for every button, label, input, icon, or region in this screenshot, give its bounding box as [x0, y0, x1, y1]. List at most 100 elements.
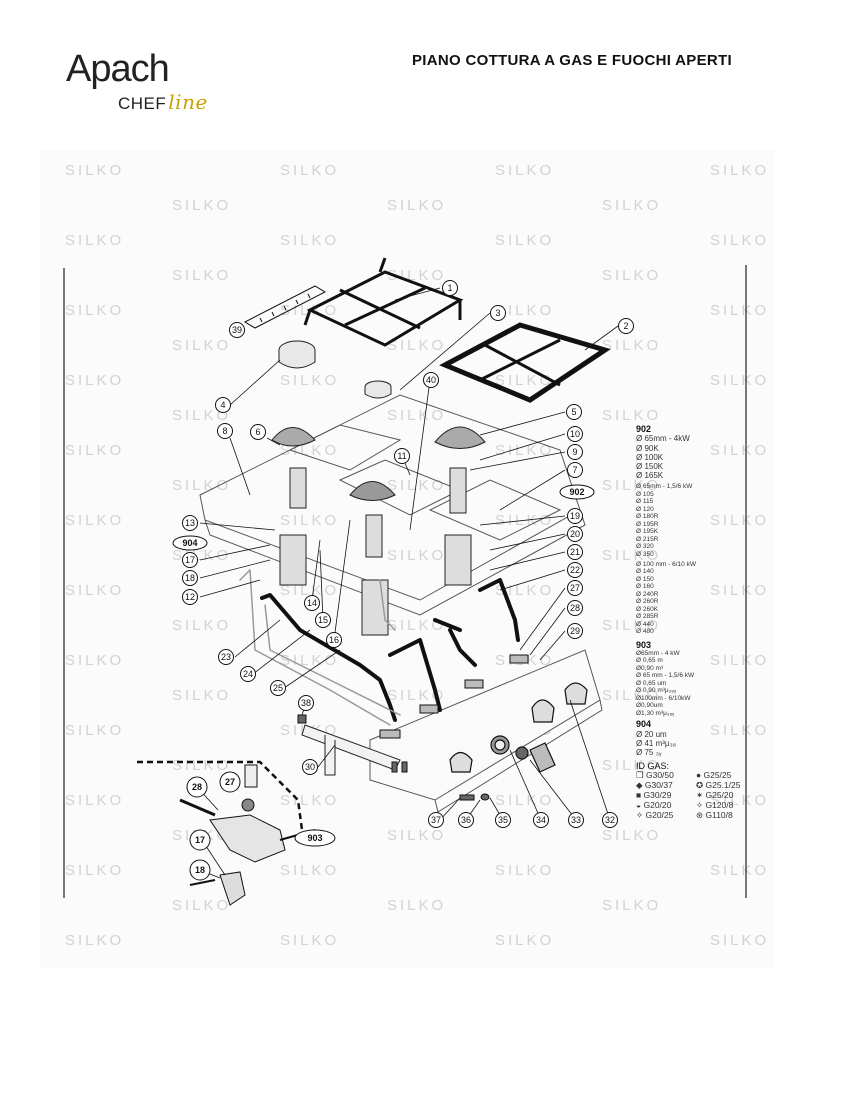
callout-label: 4: [220, 400, 225, 410]
watermark-text: SILKO: [280, 232, 339, 249]
callout-14: 14: [304, 595, 320, 611]
watermark-text: SILKO: [495, 232, 554, 249]
watermark-text: SILKO: [172, 267, 231, 284]
watermark-text: SILKO: [495, 442, 554, 459]
legend-row: Ø 75 ₃ᵧ: [636, 747, 662, 757]
callout-label: 7: [572, 465, 577, 475]
callout-label: 15: [318, 615, 328, 625]
watermark-text: SILKO: [387, 477, 446, 494]
page-title: PIANO COTTURA A GAS E FUOCHI APERTI: [412, 52, 732, 69]
legend-row: Ø 105: [636, 490, 654, 498]
callout-label: 2: [623, 321, 628, 331]
watermark-text: SILKO: [710, 372, 769, 389]
callout-label: 33: [571, 815, 581, 825]
callout-13: 13: [182, 515, 198, 531]
watermark-text: SILKO: [65, 442, 124, 459]
watermark-text: SILKO: [280, 512, 339, 529]
legend-row: Ø 120: [636, 505, 654, 513]
gas-code: ◆ G30/37: [636, 780, 673, 791]
watermark-text: SILKO: [65, 722, 124, 739]
legend-row: Ø 65 mm - 1,5/6 kW: [636, 672, 695, 680]
callout-12: 12: [182, 589, 198, 605]
legend-row: Ø 150: [636, 575, 654, 583]
watermark-text: SILKO: [602, 267, 661, 284]
callout-label: 22: [570, 565, 580, 575]
legend-row: Ø65mm - 4 kW: [636, 650, 680, 657]
legend-gas-title: ID GAS:: [636, 761, 670, 772]
watermark-text: SILKO: [495, 792, 554, 809]
callout-label: 903: [307, 833, 322, 843]
small-parts: [297, 714, 490, 801]
callout-37: 37: [428, 812, 444, 828]
legend-row: Ø0,90um: [636, 702, 663, 710]
watermark-text: SILKO: [172, 337, 231, 354]
callout-label: 8: [222, 426, 227, 436]
callout-29: 29: [567, 623, 583, 639]
legend-row: Ø 65mm - 4kW: [636, 434, 690, 444]
callout-11: 11: [394, 448, 410, 464]
legend-row: Ø 240R: [636, 590, 659, 598]
watermark-text: SILKO: [172, 477, 231, 494]
leader-lines: [196, 287, 619, 879]
watermark-text: SILKO: [172, 407, 231, 424]
watermark-text: SILKO: [710, 232, 769, 249]
watermark-text: SILKO: [65, 792, 124, 809]
callout-label: 23: [221, 652, 231, 662]
exploded-parts-diagram: SILKO SILKO SILKO SILKO SILKO SILKO SILKO SILKO…: [63, 162, 769, 949]
watermark-text: SILKO: [495, 582, 554, 599]
gas-pipes: [239, 569, 520, 726]
callout-903: 903: [294, 829, 336, 847]
watermark-text: SILKO: [602, 477, 661, 494]
callout-label: 28: [192, 782, 202, 792]
callout-layer: 1234567891011121314151617181920212223242…: [172, 280, 634, 881]
exploded-diagram-sheet: SILKO SILKO SILKO SILKO SILKO SILKO SILKO SILKO…: [40, 150, 775, 968]
watermark-text: SILKO: [710, 162, 769, 179]
legend-row: Ø100mm - 6/10kW: [636, 694, 691, 702]
callout-902: 902: [559, 484, 595, 500]
callout-3: 3: [490, 305, 506, 321]
gas-code: ⊛ G110/8: [696, 809, 733, 820]
watermark-text: SILKO: [495, 862, 554, 879]
callout-38: 38: [298, 695, 314, 711]
callout-label: 3: [495, 308, 500, 318]
watermark-text: SILKO: [602, 197, 661, 214]
watermark-text: SILKO: [710, 932, 769, 949]
watermark-text: SILKO: [710, 722, 769, 739]
callout-label: 40: [426, 375, 436, 385]
legend-row: Ø 0,65 um: [636, 679, 667, 687]
watermark-text: SILKO: [602, 337, 661, 354]
watermark-text: SILKO: [602, 827, 661, 844]
watermark-layer: SILKO SILKO SILKO SILKO SILKO SILKO SILKO SILKO…: [65, 162, 769, 949]
legend-row: Ø 195R: [636, 520, 659, 528]
callout-19: 19: [567, 508, 583, 524]
callout-label: 32: [605, 815, 615, 825]
watermark-text: SILKO: [280, 652, 339, 669]
watermark-text: SILKO: [710, 652, 769, 669]
callout-21: 21: [567, 544, 583, 560]
watermark-text: SILKO: [710, 302, 769, 319]
watermark-text: SILKO: [710, 862, 769, 879]
callout-4: 4: [215, 397, 231, 413]
gas-code: ✧ G20/25: [636, 809, 674, 820]
callout-label: 11: [397, 451, 406, 461]
callout-label: 14: [307, 598, 317, 608]
legend-row: Ø 260R: [636, 598, 659, 606]
control-knobs: [449, 682, 588, 773]
grate-1: [303, 257, 464, 347]
callout-label: 12: [185, 592, 195, 602]
callout-16: 16: [326, 632, 342, 648]
watermark-text: SILKO: [602, 897, 661, 914]
callout-label: 18: [185, 573, 195, 583]
callout-label: 904: [182, 538, 197, 548]
burner-columns: [279, 467, 472, 636]
watermark-text: SILKO: [280, 162, 339, 179]
callout-8: 8: [217, 423, 233, 439]
callout-27: 27: [219, 771, 241, 793]
callout-24: 24: [240, 666, 256, 682]
watermark-text: SILKO: [387, 267, 446, 284]
callout-label: 21: [570, 547, 580, 557]
callout-label: 1: [447, 283, 452, 293]
legend-row: Ø 215R: [636, 535, 659, 543]
